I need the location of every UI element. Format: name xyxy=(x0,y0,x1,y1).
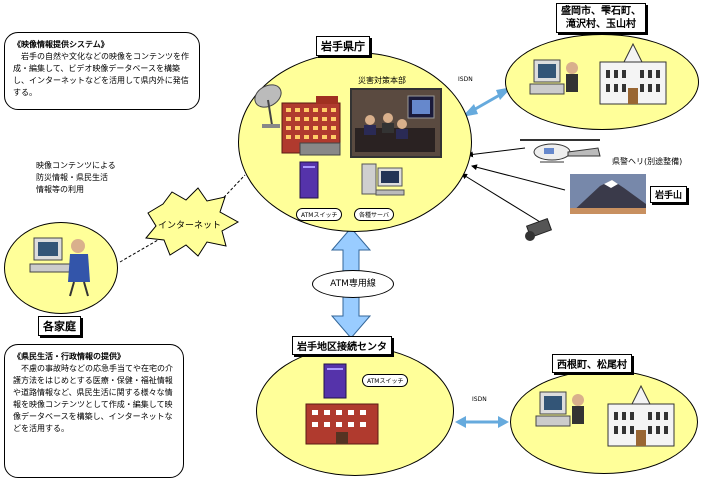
life-info-note-title: 《県民生活・行政情報の提供》 xyxy=(13,352,125,361)
life-info-note: 《県民生活・行政情報の提供》 不慮の事故時などの応急手当てや在宅の介護方法をはじ… xyxy=(4,344,184,478)
prefecture-title: 岩手県庁 xyxy=(316,36,370,56)
helicopter-label: 県警ヘリ(別途整備) xyxy=(612,157,683,166)
video-system-note-title: 《映像情報提供システム》 xyxy=(13,40,109,49)
heli-arrow xyxy=(467,147,526,158)
usage-text-line1: 映像コンテンツによる xyxy=(36,161,116,170)
nishine-title: 西根町、松尾村 xyxy=(552,354,632,373)
connection-center-title: 岩手地区接続センタ xyxy=(292,336,392,355)
morioka-title: 盛岡市、雫石町、 滝沢村、玉山村 xyxy=(556,3,646,33)
internet-link-lower xyxy=(119,239,159,263)
video-system-note: 《映像情報提供システム》 岩手の自然や文化などの映像をコンテンツを作成・編集して… xyxy=(4,32,200,110)
camera-arrow xyxy=(461,173,546,226)
center-atm-switch-label: ATMスイッチ xyxy=(296,208,343,221)
morioka-title-line2: 滝沢村、玉山村 xyxy=(566,19,636,30)
home-title: 各家庭 xyxy=(38,316,81,336)
morioka-title-line1: 盛岡市、雫石町、 xyxy=(561,6,641,17)
isdn-arrow-bottom xyxy=(455,416,509,428)
connection-center-atm-label: ATMスイッチ xyxy=(362,374,409,387)
prefecture-bubble xyxy=(238,52,472,232)
atm-line-label: ATM専用線 xyxy=(312,270,394,298)
mount-iwate-label: 岩手山 xyxy=(650,186,688,203)
isdn-label-bottom: ISDN xyxy=(472,396,487,403)
isdn-arrow-top xyxy=(462,87,512,117)
morioka-bubble xyxy=(505,34,699,130)
video-system-note-body: 岩手の自然や文化などの映像をコンテンツを作成・編集して、ビデオ映像データベースを… xyxy=(13,52,189,97)
home-bubble xyxy=(4,222,118,314)
internet-label: インターネット xyxy=(158,221,222,231)
disaster-hq-label: 災害対策本部 xyxy=(358,76,406,85)
connection-center-bubble xyxy=(256,346,454,476)
isdn-label-top: ISDN xyxy=(458,76,473,83)
usage-text-line3: 情報等の利用 xyxy=(36,185,84,194)
center-server-label: 各種サーバ xyxy=(354,208,394,221)
life-info-note-body: 不慮の事故時などの応急手当てや在宅の介護方法をはじめとする医療・保健・福祉情報や… xyxy=(13,364,173,433)
nishine-bubble xyxy=(510,370,698,474)
mountain-arrow xyxy=(471,164,566,191)
usage-text-line2: 防災情報・県民生活 xyxy=(36,173,108,182)
internet-starburst xyxy=(145,187,240,257)
internet-link-upper xyxy=(209,174,246,213)
usage-text: 映像コンテンツによる 防災情報・県民生活 情報等の利用 xyxy=(36,160,116,196)
